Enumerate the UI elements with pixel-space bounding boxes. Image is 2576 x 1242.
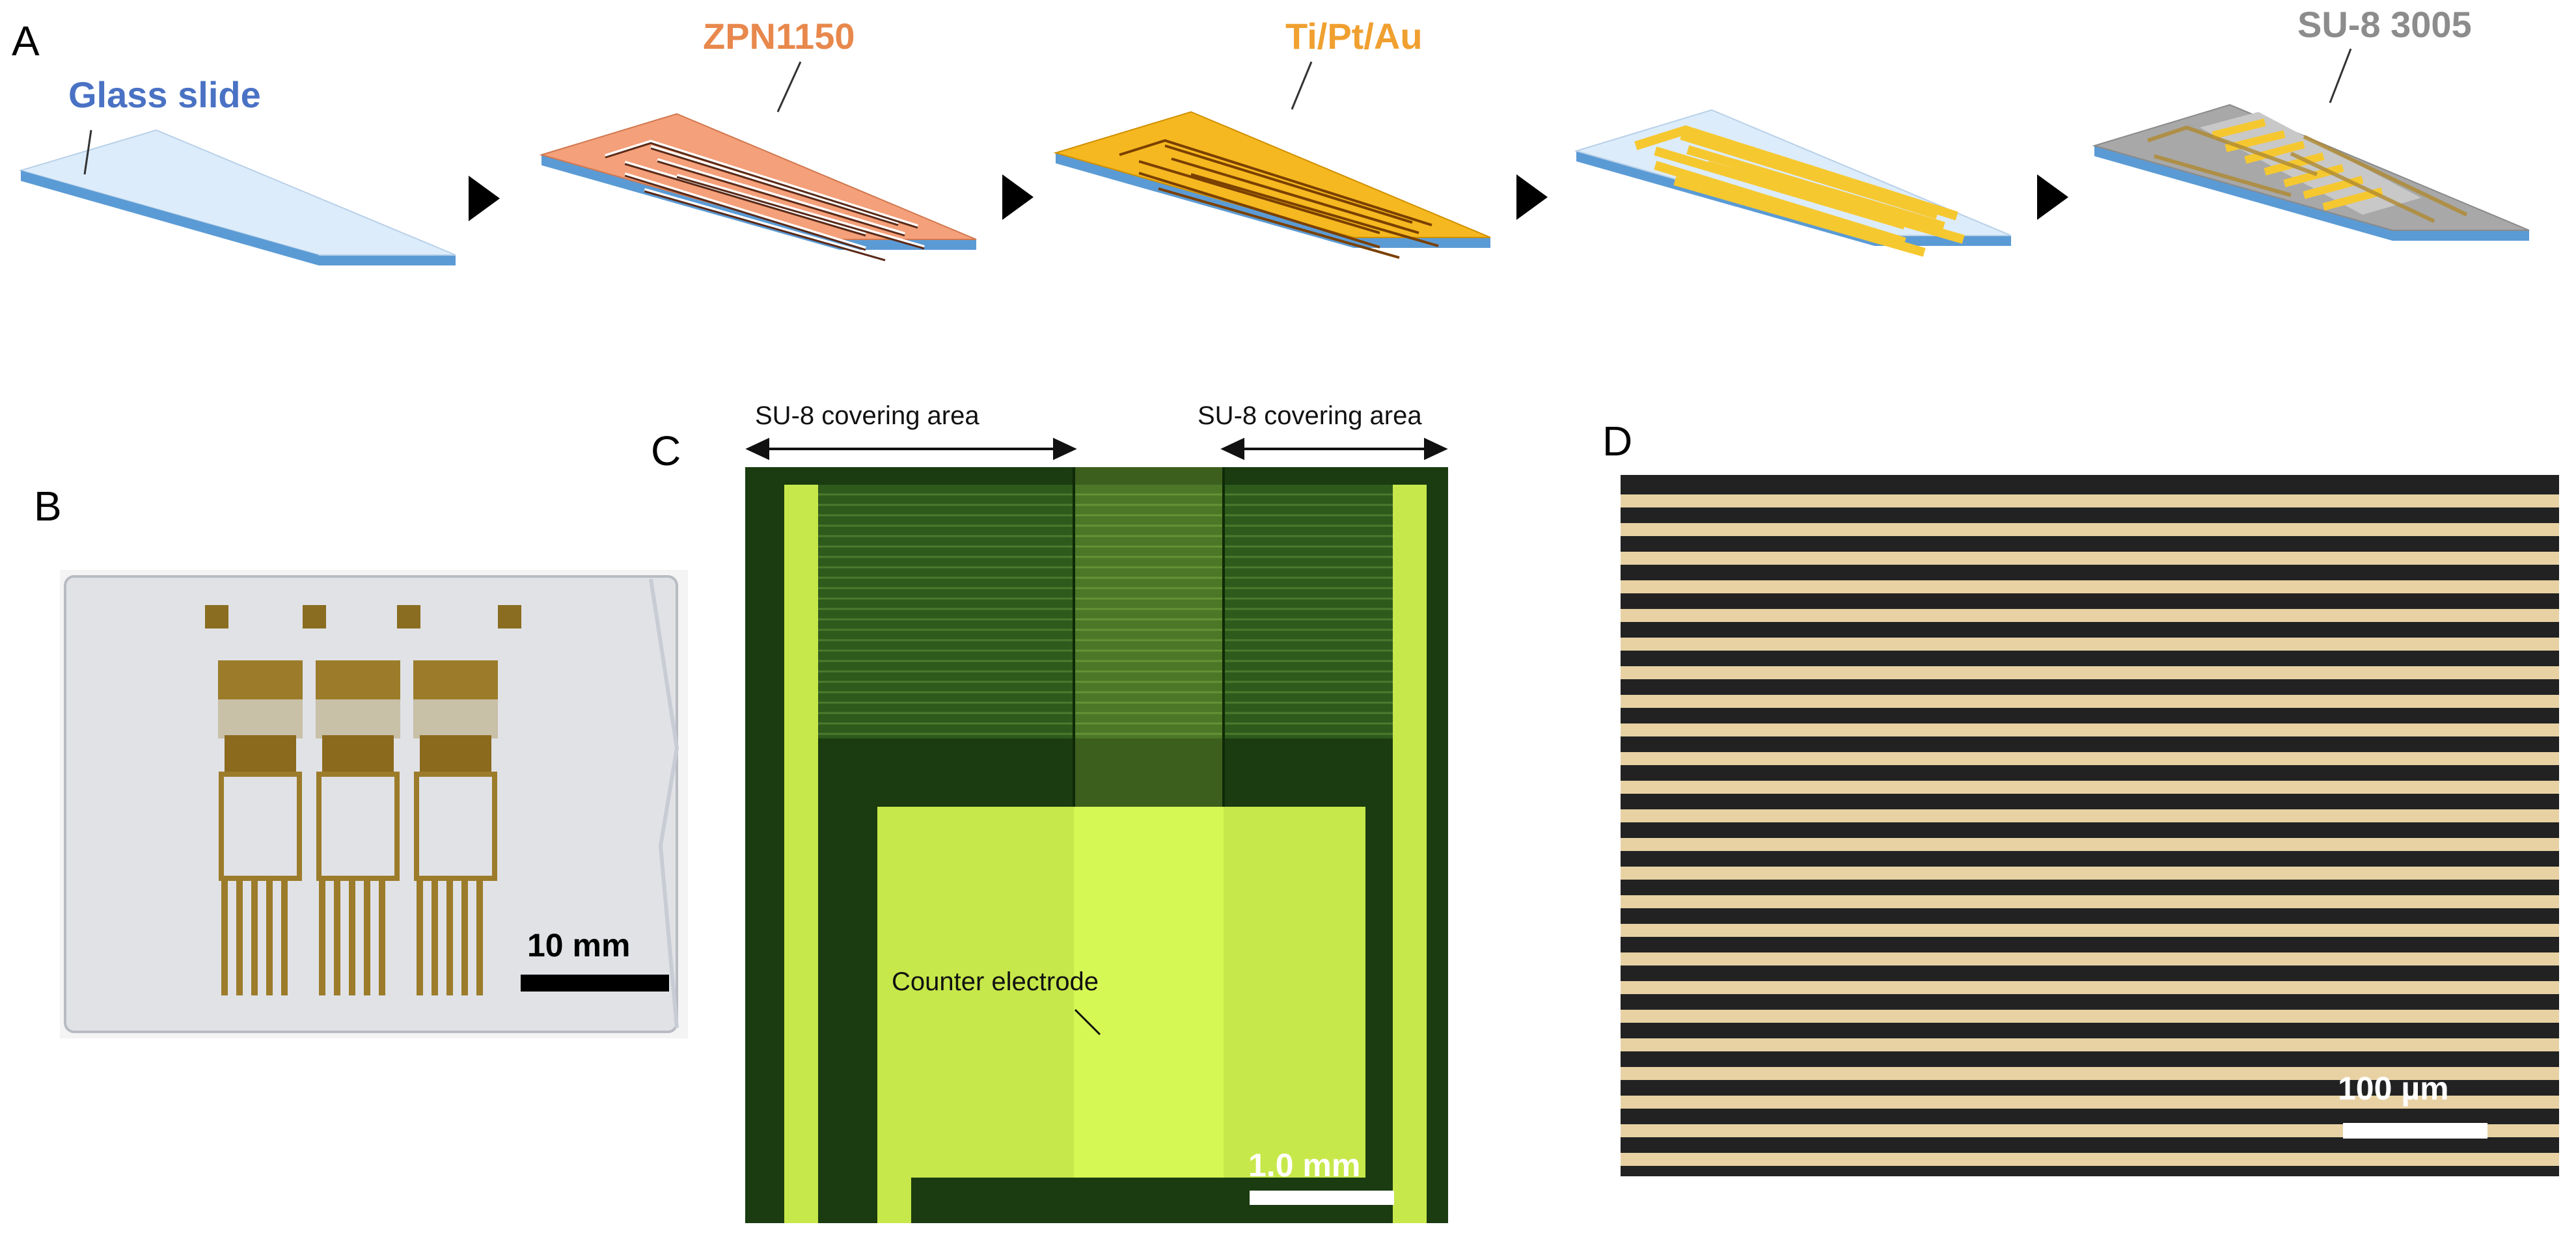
panel-letter-c: C (651, 427, 681, 474)
glass-slide-edge (21, 170, 456, 265)
resist-leader (776, 61, 802, 113)
electrode-stripe (1621, 752, 2559, 765)
electrode-stripe (1621, 1153, 2559, 1166)
resist-pattern (605, 139, 925, 261)
electrode-fingers (1634, 125, 1965, 257)
sensor-3 (413, 660, 498, 995)
panel-b: B (34, 483, 688, 1038)
step-su8: SU-8 3005 (2092, 4, 2530, 241)
electrode-stripe (1621, 809, 2559, 822)
right-busbar (1393, 485, 1427, 1223)
electrode-stripe (1621, 638, 2559, 651)
panel-d: D 100 µm (1602, 418, 2559, 1176)
sensor-2 (316, 660, 400, 995)
step-metal: Ti/Pt/Au (1053, 16, 1491, 259)
covering-area-left-arrow (745, 437, 1077, 461)
glass-chip (64, 575, 678, 1033)
sensor-1 (218, 660, 303, 995)
electrode-stripe (1621, 580, 2559, 593)
step-electrode (1574, 109, 2012, 257)
panel-letter-d: D (1602, 418, 1632, 465)
stripe-scale-bar (2343, 1123, 2487, 1139)
finger-region (818, 485, 1393, 738)
electrode-stripe (1621, 781, 2559, 794)
counter-electrode-leader (1074, 1008, 1101, 1036)
electrode-stripe (1621, 1010, 2559, 1023)
glass-slide-label: Glass slide (68, 74, 261, 115)
covering-area-right-label: SU-8 covering area (1198, 401, 1422, 430)
su8-leader (2329, 48, 2352, 103)
process-arrow-3 (1516, 174, 1548, 220)
stripe-pattern (1621, 494, 2559, 1166)
metal-label: Ti/Pt/Au (1285, 16, 1423, 57)
sensor-electrodes (218, 660, 498, 995)
electrode-stripe (1621, 867, 2559, 880)
process-arrow-1 (469, 176, 500, 221)
electrode-stripe (1621, 609, 2559, 622)
electrode-stripe (1621, 1038, 2559, 1051)
top-contact-pads (205, 605, 521, 628)
left-busbar (784, 485, 818, 1223)
photo-scale-label: 10 mm (527, 927, 630, 964)
electrode-stripe (1621, 838, 2559, 851)
electrode-stripe (1621, 695, 2559, 708)
stripe-scale-label: 100 µm (2338, 1070, 2449, 1107)
covering-area-right-arrow (1220, 437, 1448, 461)
electrode-stripe (1621, 981, 2559, 994)
electrode-stripe (1621, 895, 2559, 908)
micrograph-scale-bar (1250, 1191, 1394, 1205)
resist-label: ZPN1150 (703, 16, 855, 57)
photo-scale-bar (521, 975, 669, 992)
electrode-stripe (1621, 494, 2559, 507)
step-resist: ZPN1150 (539, 16, 977, 262)
electrode-stripe (1621, 666, 2559, 679)
electrode-stripe (1621, 723, 2559, 736)
electrode-stripe (1621, 1067, 2559, 1080)
glass-slide-top (18, 129, 456, 256)
micrograph-scale-label: 1.0 mm (1248, 1147, 1360, 1183)
electrode-stripe (1621, 1096, 2559, 1109)
electrode-stripe (1621, 552, 2559, 565)
electrode-stripe (1621, 523, 2559, 536)
panel-c: C SU-8 covering area SU-8 covering area (651, 401, 1448, 1223)
process-arrow-4 (2037, 174, 2068, 220)
counter-electrode-label: Counter electrode (892, 967, 1099, 996)
su8-fingers (2212, 118, 2383, 211)
metal-leader (1291, 61, 1313, 110)
metal-pattern (1119, 139, 1439, 259)
su8-label: SU-8 3005 (2297, 4, 2472, 45)
covering-area-left-label: SU-8 covering area (755, 401, 980, 430)
panel-letter-a: A (12, 18, 40, 64)
panel-letter-b: B (34, 483, 62, 530)
electrode-stripe (1621, 952, 2559, 965)
electrode-stripe (1621, 1124, 2559, 1137)
glass-slide-leader (83, 129, 92, 175)
process-arrow-2 (1002, 174, 1034, 220)
panel-a: A Glass slide (12, 4, 2530, 265)
electrode-stripe (1621, 924, 2559, 937)
finger-lines (818, 493, 1393, 735)
step-glass-slide: Glass slide (18, 74, 456, 265)
